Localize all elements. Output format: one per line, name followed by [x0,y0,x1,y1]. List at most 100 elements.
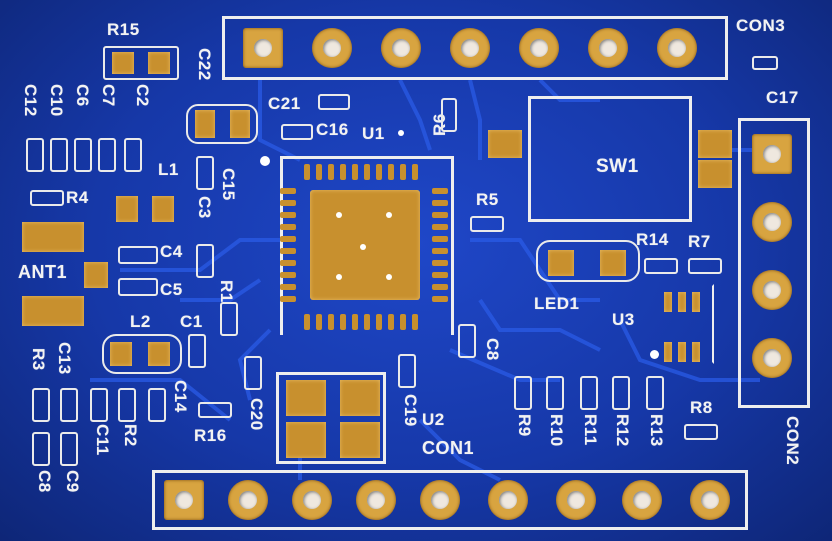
u1-pin [432,236,448,242]
resistor-r15 [103,46,179,80]
u3-pin-4 [664,342,672,362]
label-led1: LED1 [534,294,580,313]
label-con1: CON1 [422,438,475,458]
via [386,212,392,218]
label-c15: C15 [219,168,238,201]
label-c19: C19 [401,394,420,427]
u1-pin [388,164,394,180]
resistor-r3 [32,388,50,422]
con2-pin-2 [752,202,792,242]
label-r1: R1 [217,280,236,303]
label-r13: R13 [647,414,666,447]
resistor-r10 [546,376,564,410]
label-r5: R5 [476,190,499,209]
u1-pin [400,164,406,180]
capacitor-c8-left [32,432,50,466]
con1-pin-2 [228,480,268,520]
pad-c22-b [230,110,250,138]
u1-pin [412,164,418,180]
connector-con2-outline [738,118,810,408]
label-r3: R3 [29,348,48,371]
resistor-r11 [580,376,598,410]
con3-pin-1 [243,28,283,68]
resistor-r7 [688,258,722,274]
capacitor-c2 [124,138,142,172]
u1-pin [432,284,448,290]
label-u1: U1 [362,124,385,143]
label-c20: C20 [247,398,266,431]
con3-pin-3 [381,28,421,68]
pad-l2-b [148,342,170,366]
label-r7: R7 [688,232,711,251]
label-c4: C4 [160,242,183,261]
ic-u3-outline [656,284,714,364]
label-r8: R8 [690,398,713,417]
con2-pin-1 [752,134,792,174]
u2-pad-4 [340,422,380,458]
con1-pin-6 [488,480,528,520]
resistor-r6 [441,98,457,132]
u1-pin [432,200,448,206]
resistor-r4 [30,190,64,206]
con1-pin-8 [622,480,662,520]
capacitor-c20 [244,356,262,390]
label-c9: C9 [63,470,82,493]
capacitor-c17-small [752,56,778,70]
capacitor-c1 [188,334,206,368]
via [260,156,270,166]
capacitor-c13 [60,388,78,422]
u1-pin [376,164,382,180]
u1-pin [432,188,448,194]
con3-pin-7 [657,28,697,68]
u1-pin [432,296,448,302]
u1-pin [280,224,296,230]
label-l1: L1 [158,160,179,179]
label-r2: R2 [121,424,140,447]
via [386,274,392,280]
antenna-pad-bottom [22,296,84,326]
via [360,244,366,250]
label-r14: R14 [636,230,669,249]
label-u3: U3 [612,310,635,329]
u1-pin [340,314,346,330]
u1-pin [388,314,394,330]
resistor-r13 [646,376,664,410]
pad-r15-a [112,52,134,74]
capacitor-c8-right [458,324,476,358]
u1-pin [432,212,448,218]
capacitor-c12 [26,138,44,172]
label-r11: R11 [581,414,600,446]
u1-pin [340,164,346,180]
via [398,130,404,136]
u1-pin [364,314,370,330]
u1-pin [432,260,448,266]
capacitor-c10 [50,138,68,172]
label-con2: CON2 [783,416,802,466]
u1-pin [304,314,310,330]
u1-pin [432,224,448,230]
pad-c22-a [195,110,215,138]
capacitor-c19 [398,354,416,388]
u1-pin [280,188,296,194]
capacitor-c11-upper [90,388,108,422]
resistor-r12 [612,376,630,410]
label-c10: C10 [47,84,66,117]
pad-sw1-3 [698,160,732,188]
label-u2: U2 [422,410,445,429]
capacitor-c22 [186,104,258,144]
con3-pin-5 [519,28,559,68]
pad-sw1-1 [488,130,522,158]
capacitor-c7 [98,138,116,172]
label-r16: R16 [194,426,227,445]
label-r10: R10 [547,414,566,447]
label-c5: C5 [160,280,183,299]
label-c3: C3 [195,196,214,219]
u2-pad-3 [286,422,326,458]
ic-u1-outline [280,156,454,335]
label-c17: C17 [766,88,799,107]
pad-l2-a [110,342,132,366]
ic-u2-outline [276,372,386,464]
resistor-r16 [198,402,232,418]
u1-pin [280,260,296,266]
